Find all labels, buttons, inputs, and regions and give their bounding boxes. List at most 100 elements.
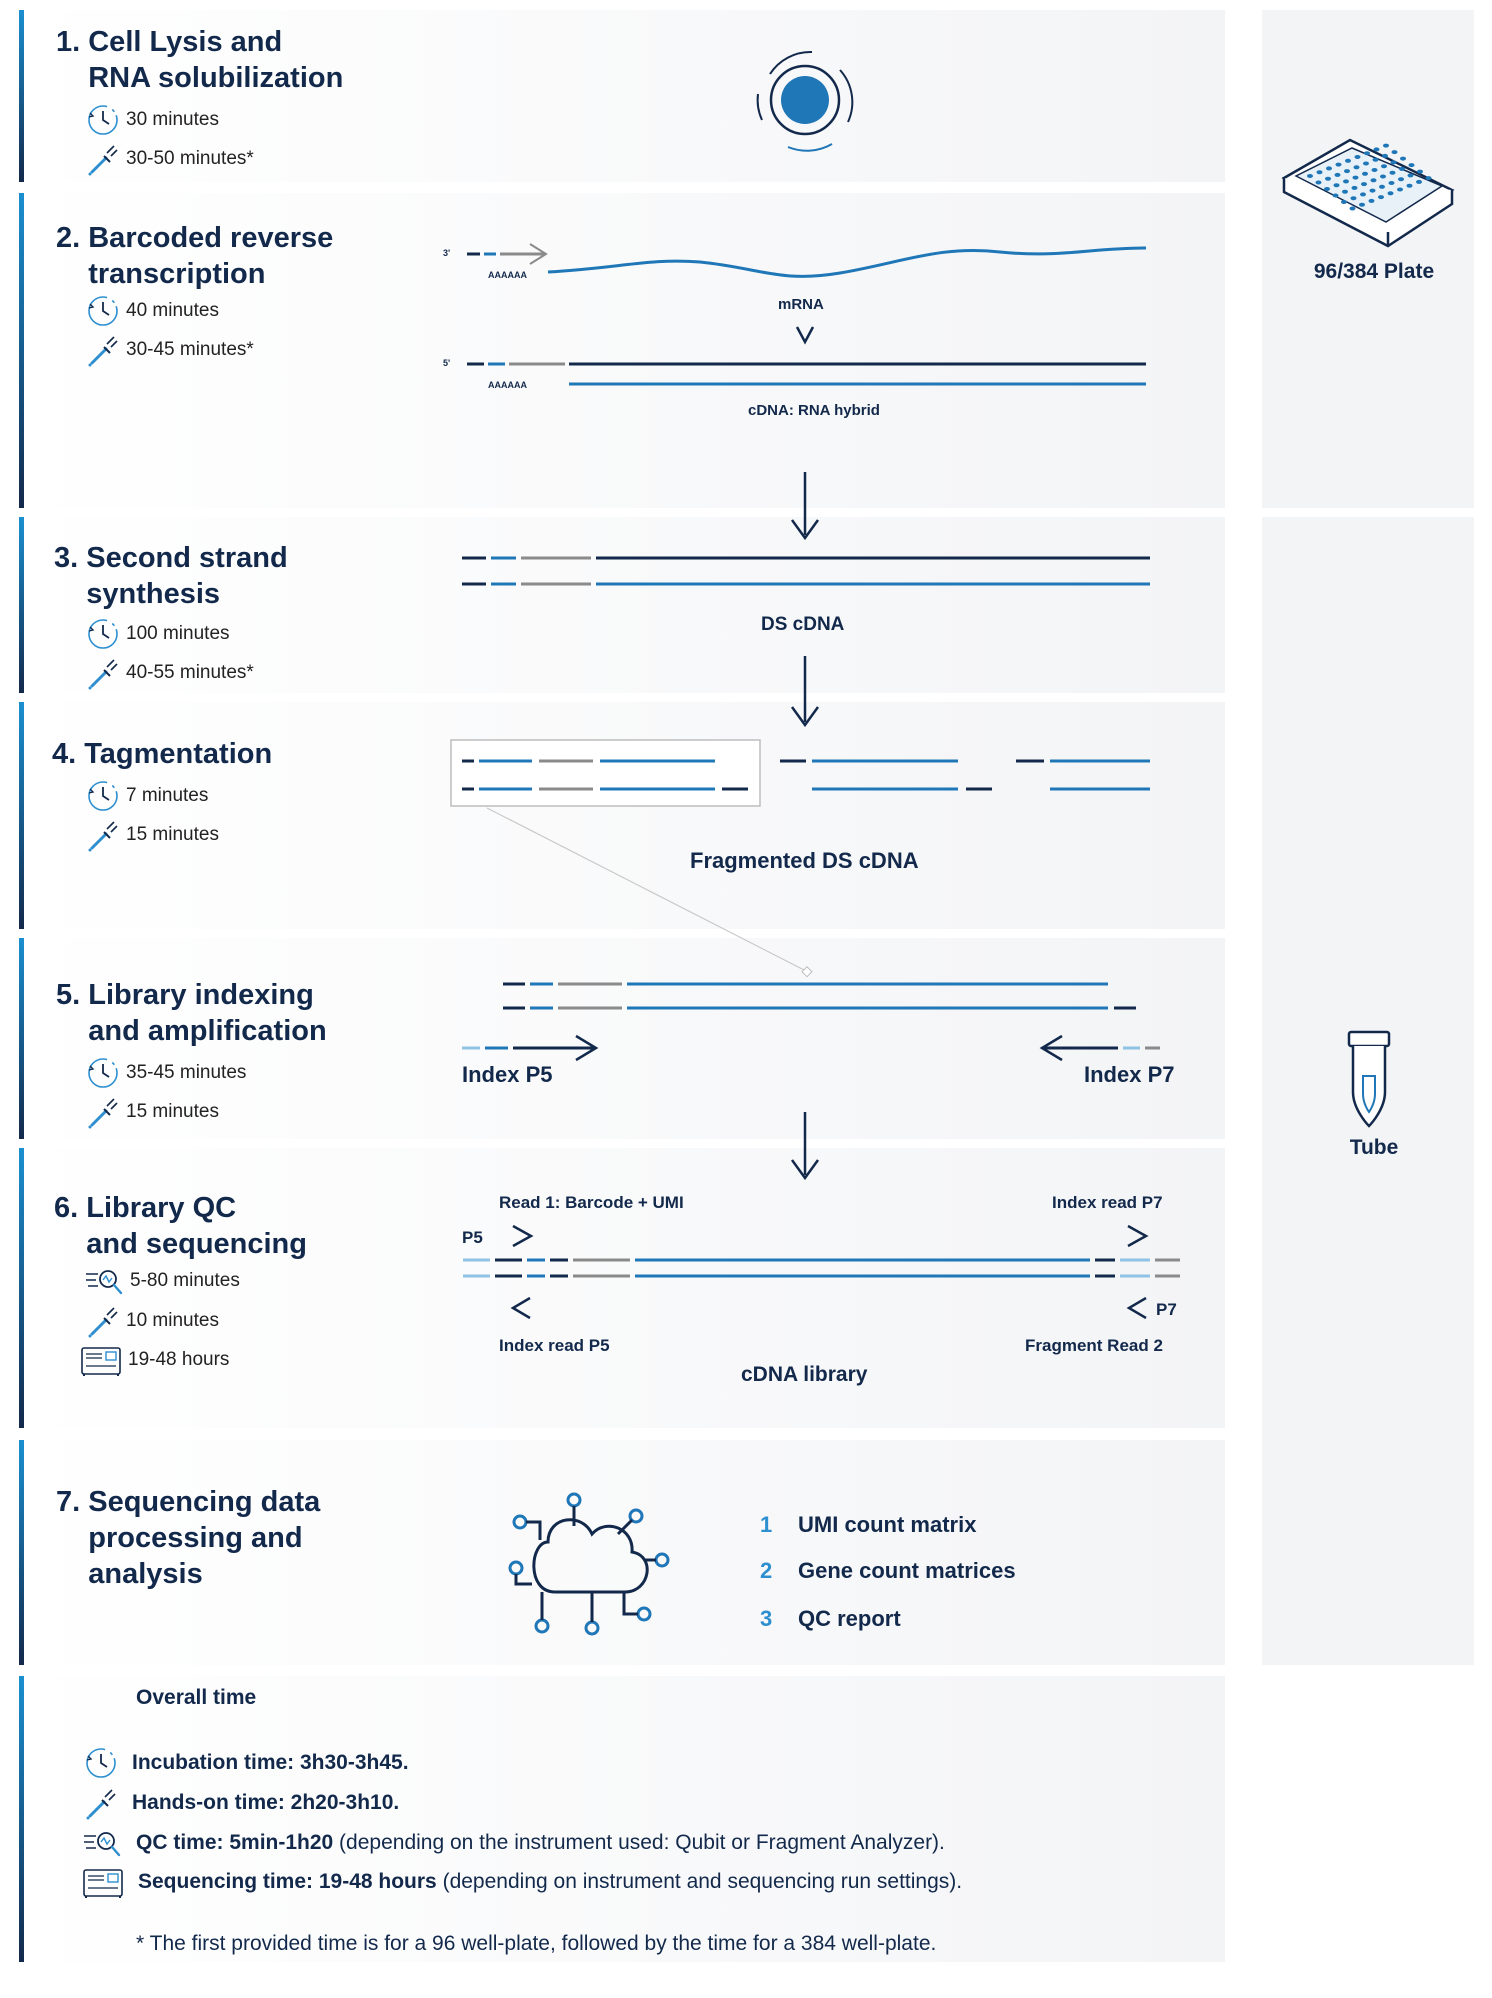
- arrow-down-small: [795, 326, 815, 345]
- mrna-strand: [467, 243, 1147, 278]
- p7-label: P7: [1156, 1300, 1177, 1319]
- output-item: 1 UMI count matrix: [760, 1512, 976, 1538]
- overall-seq-rest: (depending on instrument and sequencing …: [436, 1870, 963, 1893]
- step2-title: 2. Barcoded reverse transcription: [56, 222, 334, 290]
- output-number: 3: [760, 1606, 773, 1631]
- overall-qc-bold: QC time: 5min-1h20: [136, 1831, 334, 1854]
- step7-bar: [19, 1440, 24, 1665]
- overall-seq-bold: Sequencing time: 19-48 hours: [138, 1870, 437, 1893]
- cell-icon: [756, 50, 854, 152]
- step6-title: 6. Library QC and sequencing: [54, 1192, 307, 1260]
- step3-handson-value: 40-55 minutes*: [126, 662, 254, 683]
- step5-handson: 15 minutes: [86, 1095, 219, 1129]
- step2-bar: [19, 193, 24, 508]
- index-read-p7-label: Index read P7: [1052, 1193, 1163, 1212]
- plate-label: 96/384 Plate: [1313, 260, 1435, 283]
- step1-handson: 30-50 minutes*: [86, 142, 254, 176]
- step4-incubation-value: 7 minutes: [126, 785, 209, 806]
- step4-handson: 15 minutes: [86, 818, 219, 852]
- plate-side-panel: [1262, 10, 1474, 508]
- overall-incubation: Incubation time: 3h30-3h45.: [84, 1746, 409, 1780]
- polyA-bottom-label: AAAAAA: [488, 380, 527, 390]
- step1-incubation-value: 30 minutes: [126, 109, 219, 130]
- step2-handson: 30-45 minutes*: [86, 333, 254, 367]
- step6-handson: 10 minutes: [86, 1304, 219, 1338]
- ds-cdna-label: DS cDNA: [761, 614, 845, 635]
- fragmented-label: Fragmented DS cDNA: [690, 848, 919, 873]
- step2-handson-value: 30-45 minutes*: [126, 339, 254, 360]
- mrna-label: mRNA: [778, 296, 824, 313]
- overall-bar: [19, 1676, 24, 1962]
- sequencer-icon: [82, 1866, 124, 1898]
- footnote-text: * The first provided time is for a 96 we…: [136, 1932, 937, 1955]
- cdna-library-strands: [463, 1224, 1180, 1320]
- overall-incubation-text: Incubation time: 3h30-3h45.: [132, 1751, 409, 1774]
- step1-panel: [19, 10, 1225, 182]
- output-label: QC report: [798, 1606, 901, 1631]
- ds-cdna-strands: [462, 556, 1150, 586]
- cloud-network-icon: [508, 1492, 670, 1636]
- output-number: 1: [760, 1512, 773, 1537]
- three-prime-label: 3': [443, 248, 451, 258]
- hybrid-strands: [467, 362, 1146, 386]
- index-read-p5-label: Index read P5: [499, 1336, 610, 1355]
- step6-sequencing: 19-48 hours: [80, 1344, 229, 1376]
- step5-handson-value: 15 minutes: [126, 1101, 219, 1122]
- clock-icon: [84, 1746, 118, 1780]
- step3-incubation: 100 minutes: [86, 617, 230, 651]
- tube-label: Tube: [1349, 1136, 1399, 1159]
- step3-panel: [19, 517, 1225, 693]
- step1-bar: [19, 10, 24, 182]
- step1-handson-value: 30-50 minutes*: [126, 148, 254, 169]
- arrow-down-icon: [790, 1112, 820, 1181]
- step6-bar: [19, 1148, 24, 1428]
- qc-magnifier-icon: [82, 1828, 122, 1858]
- index-p5-label: Index P5: [462, 1062, 553, 1087]
- step5-incubation: 35-45 minutes: [86, 1056, 246, 1090]
- plate-icon: [1281, 138, 1455, 248]
- step3-title: 3. Second strand synthesis: [54, 542, 288, 610]
- step3-handson: 40-55 minutes*: [86, 656, 254, 690]
- step1-title: 1. Cell Lysis and RNA solubilization: [56, 26, 344, 94]
- step2-incubation: 40 minutes: [86, 294, 219, 328]
- step6-qc: 5-80 minutes: [84, 1266, 240, 1296]
- step5-panel: [19, 938, 1225, 1139]
- fragment-read2-label: Fragment Read 2: [1025, 1336, 1163, 1355]
- step6-panel: [19, 1148, 1225, 1428]
- step6-sequencing-value: 19-48 hours: [128, 1349, 230, 1370]
- footnote: * The first provided time is for a 96 we…: [136, 1932, 936, 1956]
- read1-label: Read 1: Barcode + UMI: [499, 1193, 684, 1212]
- output-label: Gene count matrices: [798, 1558, 1016, 1583]
- step6-qc-value: 5-80 minutes: [130, 1270, 240, 1291]
- overall-sequencing: Sequencing time: 19-48 hours (depending …: [82, 1866, 962, 1898]
- overall-title-text: Overall time: [136, 1686, 257, 1709]
- step1-incubation: 30 minutes: [86, 103, 219, 137]
- overall-panel: [19, 1676, 1225, 1962]
- step4-bar: [19, 702, 24, 929]
- step4-handson-value: 15 minutes: [126, 824, 219, 845]
- output-number: 2: [760, 1558, 773, 1583]
- arrow-down-icon: [790, 656, 820, 728]
- arrow-down-icon: [790, 472, 820, 541]
- output-label: UMI count matrix: [798, 1512, 977, 1537]
- fragmented-strands: [450, 739, 1150, 978]
- index-p7-label: Index P7: [1084, 1062, 1175, 1087]
- overall-handson: Hands-on time: 2h20-3h10.: [84, 1786, 399, 1820]
- output-item: 2 Gene count matrices: [760, 1558, 1016, 1584]
- step2-incubation-value: 40 minutes: [126, 300, 219, 321]
- overall-qc-rest: (depending on the instrument used: Qubit…: [333, 1831, 945, 1854]
- step4-incubation: 7 minutes: [86, 779, 208, 813]
- p5-label: P5: [462, 1228, 483, 1247]
- hybrid-label: cDNA: RNA hybrid: [748, 402, 880, 419]
- step3-bar: [19, 517, 24, 693]
- overall-handson-text: Hands-on time: 2h20-3h10.: [132, 1791, 400, 1814]
- step7-title: 7. Sequencing data processing and analys…: [56, 1486, 321, 1590]
- output-item: 3 QC report: [760, 1606, 901, 1632]
- indexed-strands: [462, 982, 1160, 1062]
- step3-incubation-value: 100 minutes: [126, 623, 230, 644]
- step6-handson-value: 10 minutes: [126, 1310, 219, 1331]
- five-prime-label: 5': [443, 358, 451, 368]
- overall-title: Overall time: [136, 1686, 256, 1710]
- step7-panel: [19, 1440, 1225, 1665]
